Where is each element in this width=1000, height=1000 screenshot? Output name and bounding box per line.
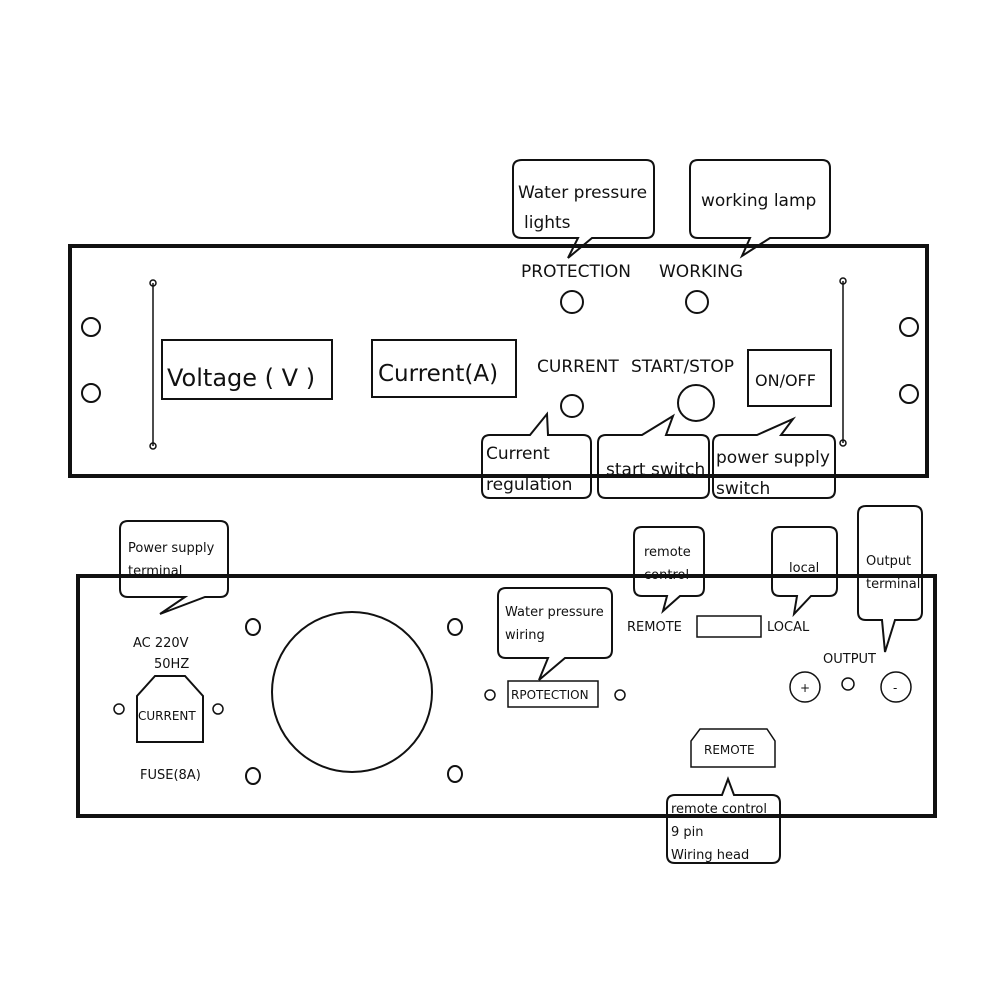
label-working: WORKING	[659, 262, 743, 282]
callout-working-lamp-text: working lamp	[701, 191, 816, 211]
callout-power-supply-switch-line1: power supply	[716, 448, 830, 468]
callout-start-switch-text: start switch	[606, 460, 705, 480]
socket-screw-right	[212, 703, 224, 715]
callout-remote-control-9pin-line3: Wiring head	[671, 848, 749, 863]
power-socket-label: CURRENT	[138, 709, 196, 723]
rear-mount-hole-3	[245, 767, 261, 785]
callout-current-regulation	[481, 411, 592, 499]
remote-9pin-connector	[690, 728, 776, 768]
label-fuse: FUSE(8A)	[140, 768, 201, 783]
callout-output-terminal-line1: Output	[866, 554, 911, 569]
callout-power-supply-switch	[712, 416, 836, 499]
output-terminal-positive[interactable]	[789, 671, 821, 703]
power-on-off-switch[interactable]	[747, 349, 832, 407]
callout-remote-control-9pin-line1: remote control	[671, 802, 767, 817]
cooling-fan	[271, 611, 433, 773]
front-mount-hole-right-bottom	[899, 384, 919, 404]
callout-current-regulation-line2: regulation	[486, 475, 572, 495]
protection-connector	[507, 680, 599, 708]
label-50hz: 50HZ	[154, 657, 189, 672]
callout-water-pressure-lights-line2: lights	[524, 213, 571, 233]
rear-mount-hole-4	[447, 765, 463, 783]
label-plus: +	[800, 681, 810, 695]
callout-remote-control-line1: remote	[644, 545, 691, 560]
output-indicator	[841, 677, 855, 691]
label-start-stop: START/STOP	[631, 357, 734, 377]
callout-remote-control-9pin	[666, 776, 781, 864]
socket-screw-left	[113, 703, 125, 715]
label-protection: PROTECTION	[521, 262, 631, 282]
callout-power-supply-terminal-line2: terminal	[128, 564, 182, 579]
callout-remote-control	[633, 526, 705, 614]
protection-lamp	[560, 290, 584, 314]
callout-remote-control-line2: control	[644, 568, 689, 583]
output-terminal-negative[interactable]	[880, 671, 912, 703]
start-stop-button[interactable]	[677, 384, 715, 422]
callout-water-pressure-wiring	[497, 587, 613, 681]
front-handle-left	[149, 279, 157, 450]
rear-mount-hole-2	[447, 618, 463, 636]
current-display-text: Current(A)	[378, 361, 498, 387]
label-current: CURRENT	[537, 357, 619, 377]
front-mount-hole-right-top	[899, 317, 919, 337]
remote-local-switch[interactable]	[696, 615, 762, 638]
label-local-switch: LOCAL	[767, 620, 810, 635]
callout-remote-control-9pin-line2: 9 pin	[671, 825, 704, 840]
callout-water-pressure-lights-line1: Water pressure	[518, 183, 647, 203]
rear-panel	[76, 574, 937, 818]
rear-mount-hole-1	[245, 618, 261, 636]
front-handle-right	[839, 277, 847, 447]
voltage-display-text: Voltage ( V )	[167, 364, 315, 392]
label-minus: -	[893, 681, 897, 695]
working-lamp	[685, 290, 709, 314]
protection-screw-right	[614, 689, 626, 701]
power-socket	[136, 675, 204, 743]
callout-power-supply-switch-line2: switch	[716, 479, 770, 499]
callout-current-regulation-line1: Current	[486, 444, 550, 464]
label-remote-switch: REMOTE	[627, 620, 682, 635]
remote-connector-label: REMOTE	[704, 743, 755, 757]
callout-local-text: local	[789, 561, 819, 576]
front-mount-hole-left-bottom	[81, 383, 101, 403]
callout-water-pressure-wiring-line2: wiring	[505, 628, 545, 643]
callout-power-supply-terminal	[119, 520, 229, 615]
callout-water-pressure-lights	[512, 159, 655, 259]
callout-output-terminal	[857, 505, 923, 653]
current-display	[371, 339, 517, 398]
current-regulation-knob[interactable]	[560, 394, 584, 418]
callout-output-terminal-line2: terminal	[866, 577, 920, 592]
callout-start-switch	[597, 413, 710, 499]
protection-screw-left	[484, 689, 496, 701]
front-mount-hole-left-top	[81, 317, 101, 337]
callout-water-pressure-wiring-line1: Water pressure	[505, 605, 604, 620]
callout-power-supply-terminal-line1: Power supply	[128, 541, 215, 556]
voltage-display	[161, 339, 333, 400]
protection-connector-label: RPOTECTION	[511, 688, 589, 702]
callout-local	[771, 526, 838, 618]
callout-working-lamp	[689, 159, 831, 259]
label-ac-220v: AC 220V	[133, 636, 189, 651]
on-off-switch-label: ON/OFF	[755, 371, 816, 390]
front-panel	[68, 244, 929, 478]
label-output: OUTPUT	[823, 652, 876, 667]
